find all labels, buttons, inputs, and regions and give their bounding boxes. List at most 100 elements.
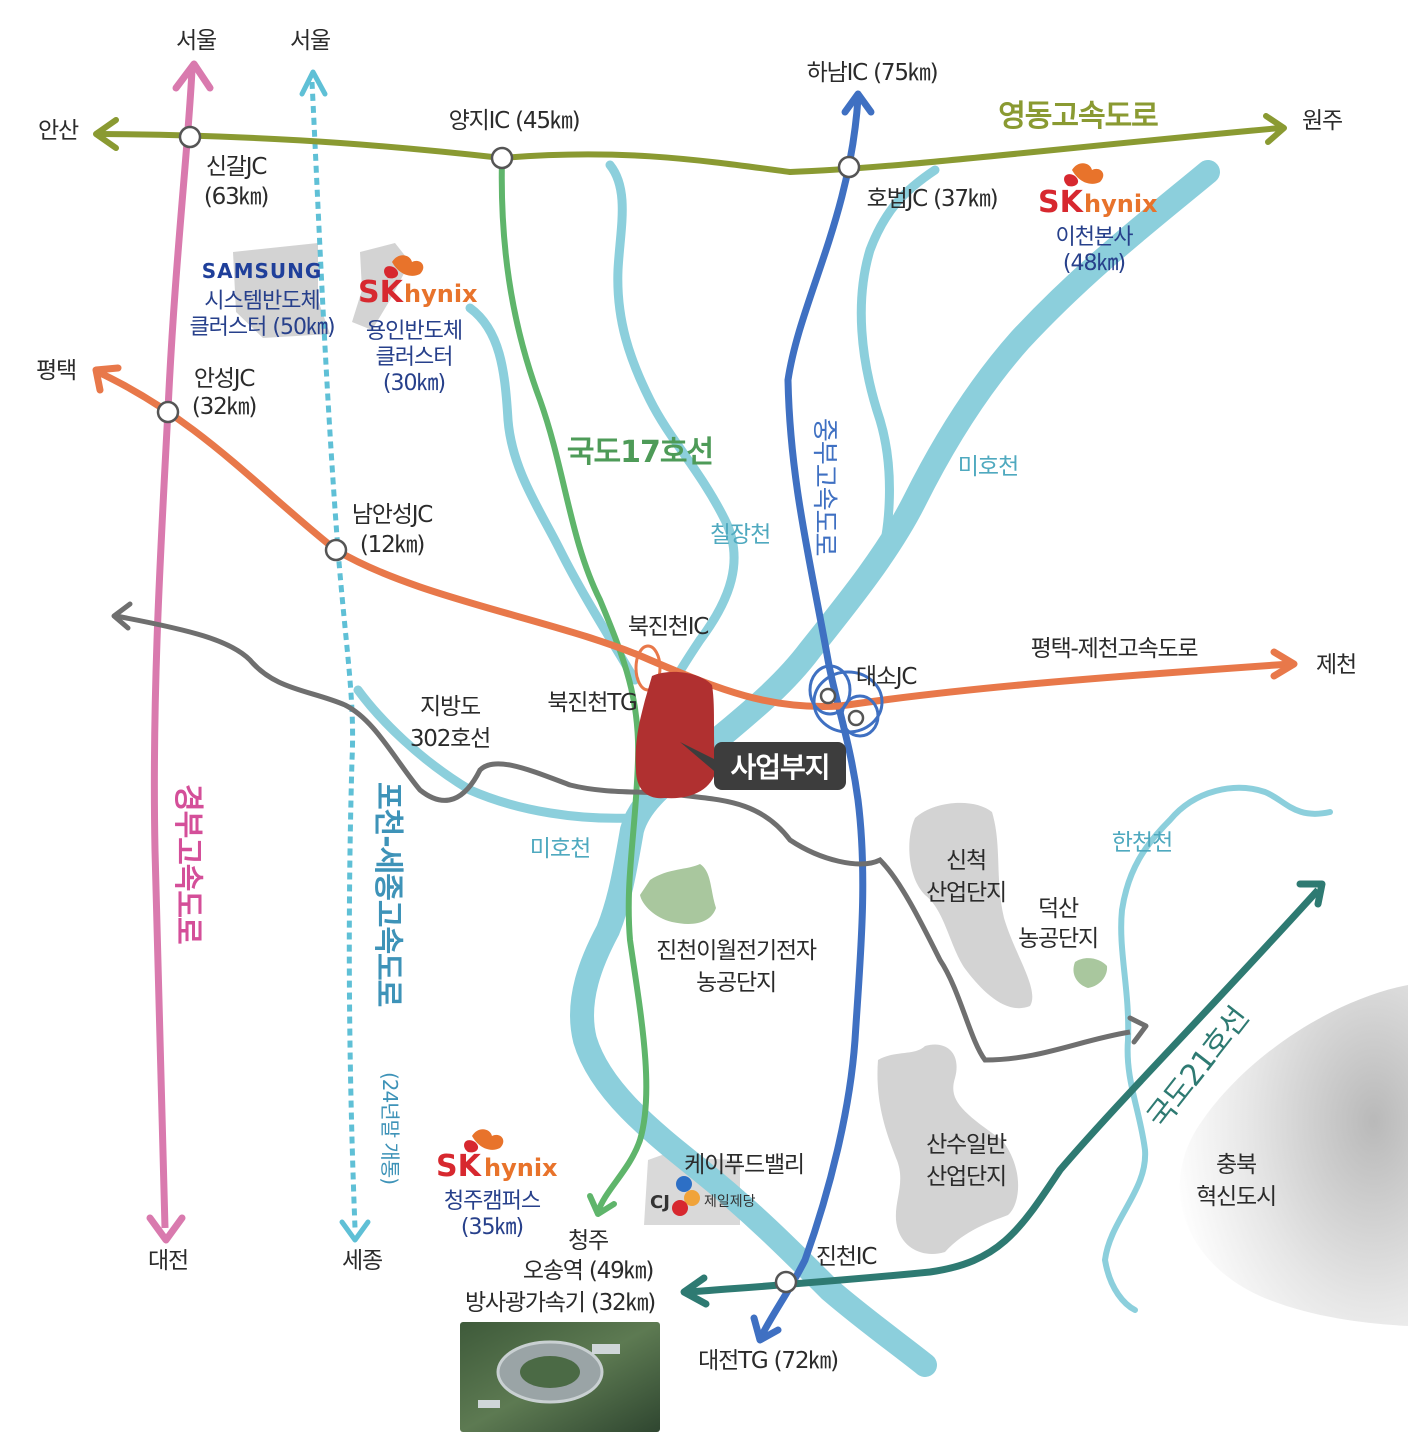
samsung-logo: SAMSUNG	[202, 259, 323, 283]
samsung-cluster-area	[233, 243, 330, 338]
chungbuk-label-2: 혁신도시	[1196, 1184, 1276, 1210]
cheongju-label-3: 방사광가속기 (32㎞)	[465, 1290, 655, 1316]
hancheon-stream	[1102, 784, 1333, 1313]
iwol-label-1: 진천이월전기전자	[656, 938, 817, 964]
singal-jc-name: 신갈JC	[206, 154, 267, 180]
gyeongbu-expressway	[146, 60, 214, 1244]
pyeongtaek-jecheon-expressway	[92, 364, 1298, 710]
direction-pyeongtaek: 평택	[36, 358, 76, 384]
sk-yongin-label-1: 용인반도체	[366, 319, 462, 344]
sk-cheongju-hynix-text: hynix	[484, 1154, 558, 1182]
daeso-jc-label: 대소JC	[856, 664, 917, 690]
anseong-jc-name: 안성JC	[194, 366, 255, 392]
sansu-label-1: 산수일반	[926, 1132, 1007, 1158]
sk-hynix-icheon-logo: SK hynix	[1038, 163, 1158, 220]
yeongdong-expressway	[93, 113, 1287, 176]
hanam-ic-label: 하남IC (75㎞)	[807, 60, 938, 86]
direction-ansan: 안산	[38, 118, 79, 144]
rivers	[353, 160, 1333, 1377]
sk-cheongju-label-2: (35㎞)	[461, 1215, 523, 1240]
daeso-junction-interchange	[808, 664, 884, 738]
sk-hynix-yongin-logo: SK hynix	[358, 255, 478, 310]
anseong-jc-marker	[156, 400, 180, 424]
sincheok-label-2: 산업단지	[926, 880, 1006, 906]
west-stream	[465, 303, 640, 685]
cj-name-text: 제일제당	[704, 1194, 756, 1210]
local-road-302	[111, 601, 1149, 1063]
daeso-jc-marker-1	[819, 687, 837, 705]
singal-jc-marker	[178, 125, 202, 149]
miho-river-main	[570, 160, 1220, 1377]
miho-river-label-1: 미호천	[958, 454, 1018, 480]
sk-yongin-label-2: 클러스터	[376, 345, 453, 370]
jungbu-expressway-label: 중부고속도로	[809, 418, 839, 556]
direction-jecheon: 제천	[1316, 652, 1356, 678]
direction-wonju: 원주	[1302, 108, 1342, 134]
project-site-pointer	[680, 742, 720, 776]
samsung-cluster-label-2: 클러스터 (50㎞)	[189, 315, 334, 340]
cj-logo-text: CJ	[650, 1192, 670, 1213]
cheongju-label-2: 오송역 (49㎞)	[523, 1258, 653, 1284]
sansu-label-2: 산업단지	[926, 1164, 1006, 1190]
pocheon-sejong-label: 포천-세종고속도로	[370, 782, 405, 1007]
hobeop-jc-label: 호법JC (37㎞)	[867, 186, 998, 212]
daejeon-tg-label: 대전TG (72㎞)	[698, 1348, 838, 1374]
direction-seoul-1: 서울	[176, 28, 216, 54]
cj-logo: CJ 제일제당	[650, 1176, 756, 1216]
sk-icheon-sk-text: SK	[1038, 185, 1085, 220]
sk-yongin-sk-text: SK	[358, 275, 405, 310]
route-17-label: 국도17호선	[567, 435, 713, 470]
miho-river-label-2: 미호천	[530, 836, 590, 862]
project-site-area	[635, 671, 716, 799]
sk-icheon-label-2: (48㎞)	[1063, 251, 1125, 276]
direction-daejeon: 대전	[148, 1248, 188, 1274]
miho-river-west	[353, 685, 637, 823]
kfood-valley-label: 케이푸드밸리	[684, 1152, 804, 1178]
local-road-302-label-2: 302호선	[410, 726, 490, 752]
chungbuk-innovation-city-area	[1179, 985, 1408, 1326]
namanseong-jc-marker	[324, 538, 348, 562]
sk-icheon-hynix-text: hynix	[1084, 190, 1158, 218]
sk-yongin-hynix-text: hynix	[404, 280, 478, 308]
deoksan-agri-complex-area	[1073, 958, 1108, 988]
direction-seoul-2: 서울	[290, 28, 330, 54]
sk-yongin-label-3: (30㎞)	[383, 371, 445, 396]
direction-sejong: 세종	[342, 1248, 382, 1274]
sk-cheongju-label-1: 청주캠퍼스	[444, 1189, 541, 1214]
chiljang-stream	[605, 160, 739, 745]
namanseong-jc-name: 남안성JC	[352, 502, 432, 528]
cheongju-label-1: 청주	[568, 1228, 608, 1254]
pocheon-sejong-expressway	[299, 69, 371, 1243]
gyeongbu-expressway-label: 경부고속도로	[170, 784, 205, 944]
sincheok-complex-area	[909, 802, 1033, 1009]
local-road-302-label-1: 지방도	[420, 694, 480, 720]
iwol-label-2: 농공단지	[696, 970, 776, 996]
route-21	[680, 880, 1326, 1308]
anseong-jc-distance: (32㎞)	[192, 394, 256, 420]
jincheon-ic-marker	[774, 1270, 798, 1294]
deoksan-label-2: 농공단지	[1018, 926, 1098, 952]
jincheon-ic-label: 진천IC	[816, 1244, 877, 1270]
jungbu-expressway	[750, 90, 875, 1344]
hobeop-jc-marker	[837, 155, 861, 179]
yangji-ic-marker	[490, 146, 514, 170]
singal-jc-distance: (63㎞)	[204, 184, 268, 210]
sincheok-label-1: 신척	[946, 848, 986, 874]
bukjincheon-ic-label: 북진천IC	[628, 614, 708, 640]
pyeongtaek-jecheon-label: 평택-제천고속도로	[1031, 636, 1198, 662]
daeso-jc-marker-2	[847, 709, 865, 727]
samsung-cluster-label-1: 시스템반도체	[204, 289, 319, 314]
chungbuk-label-1: 충북	[1216, 1152, 1256, 1178]
sk-hynix-cheongju-logo: SK hynix	[436, 1129, 558, 1184]
project-site-label-box	[714, 742, 846, 790]
sansu-complex-area	[877, 1044, 1019, 1254]
yeongdong-expressway-label: 영동고속도로	[998, 99, 1158, 134]
pocheon-sejong-note: (24년말 개통)	[378, 1072, 402, 1184]
deoksan-label-1: 덕산	[1038, 896, 1079, 922]
sk-cheongju-sk-text: SK	[436, 1149, 483, 1184]
namanseong-jc-distance: (12㎞)	[360, 532, 424, 558]
hobeop-stream	[856, 165, 940, 565]
project-site-label: 사업부지	[730, 751, 829, 784]
bukjincheon-tg-label: 북진천TG	[547, 690, 636, 716]
